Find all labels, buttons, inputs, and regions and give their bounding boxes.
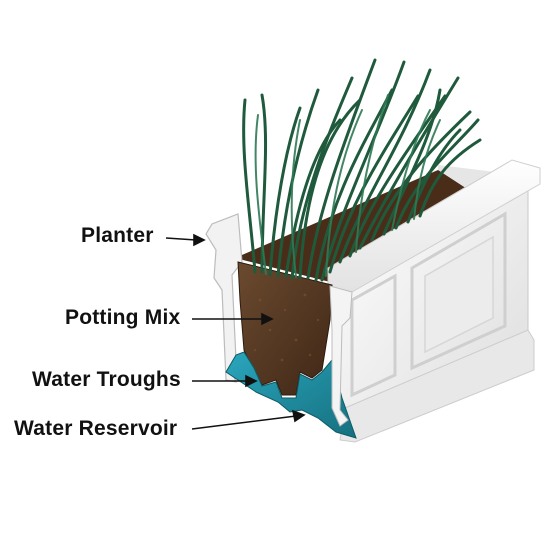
planter-label: Planter <box>81 224 154 247</box>
planter-panel-left <box>350 273 397 398</box>
water-troughs-label: Water Troughs <box>32 368 181 391</box>
planter-right-wall-profile <box>329 285 353 427</box>
planter-base-trim <box>339 329 535 443</box>
water-troughs-arrowhead <box>245 374 258 388</box>
soil-texture <box>253 293 320 362</box>
planter-panel-right <box>410 211 507 371</box>
grass-highlights <box>254 94 441 278</box>
water-reservoir-label: Water Reservoir <box>14 417 178 440</box>
grass <box>242 58 482 282</box>
planter-arrowhead <box>193 233 206 247</box>
water-reservoir-arrow <box>191 415 297 430</box>
label-arrows <box>165 233 306 430</box>
potting-mix-section <box>237 261 333 396</box>
water-reservoir-arrowhead <box>291 409 306 423</box>
potting-mix-arrowhead <box>261 312 274 326</box>
planter-arrow <box>165 237 197 241</box>
potting-mix-label: Potting Mix <box>65 306 181 329</box>
planter-panel-right-inner <box>424 235 494 354</box>
